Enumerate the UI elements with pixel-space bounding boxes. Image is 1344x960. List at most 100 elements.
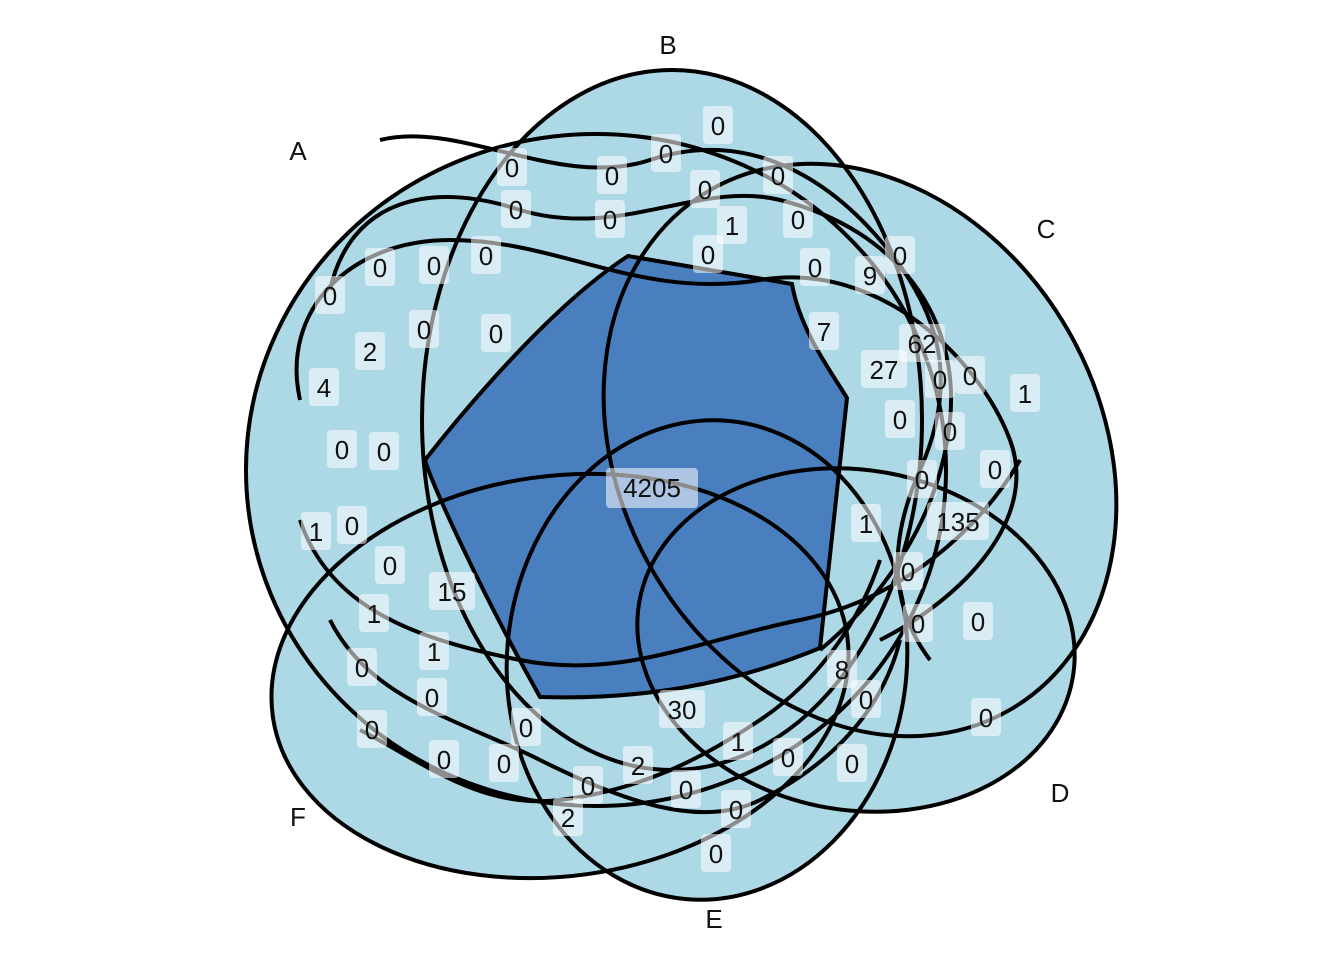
region-count: 0	[489, 744, 519, 782]
region-count: 0	[721, 790, 751, 828]
region-count-label: 0	[479, 241, 493, 271]
region-count-label: 2	[363, 337, 377, 367]
region-count-box	[419, 632, 449, 670]
region-count: 0	[573, 766, 603, 804]
region-count-box	[481, 314, 511, 352]
center-count-label: 4205	[623, 473, 681, 503]
region-count-box	[419, 246, 449, 284]
region-count-label: 0	[355, 653, 369, 683]
region-count-box	[347, 648, 377, 686]
region-count-label: 0	[933, 365, 947, 395]
center-count: 4205	[606, 468, 698, 508]
region-count-label: 1	[309, 517, 323, 547]
region-count-box	[809, 312, 839, 350]
region-count-box	[501, 190, 531, 228]
region-count-label: 30	[668, 695, 697, 725]
region-count-box	[597, 156, 627, 194]
region-count-label: 0	[345, 511, 359, 541]
region-count-box	[301, 512, 331, 550]
region-count: 0	[419, 246, 449, 284]
region-count-box	[659, 690, 705, 728]
region-count: 27	[861, 350, 907, 388]
region-count: 8	[827, 650, 857, 688]
region-count-box	[701, 834, 731, 872]
set-boundary-curve	[379, 134, 943, 662]
region-count: 135	[927, 502, 989, 540]
region-count: 0	[429, 740, 459, 778]
region-count-label: 0	[845, 749, 859, 779]
region-count: 1	[419, 632, 449, 670]
region-count-label: 0	[505, 153, 519, 183]
region-count-box	[800, 248, 830, 286]
region-count: 0	[703, 106, 733, 144]
region-count: 0	[315, 276, 345, 314]
region-count: 0	[885, 400, 915, 438]
set-label-c: C	[1037, 214, 1056, 244]
region-count: 2	[623, 746, 653, 784]
set-outline-a	[244, 132, 948, 808]
region-count: 15	[429, 572, 475, 610]
region-count: 0	[763, 156, 793, 194]
region-count: 0	[955, 356, 985, 394]
region-count: 0	[800, 248, 830, 286]
region-count-label: 1	[427, 637, 441, 667]
region-count: 0	[773, 738, 803, 776]
region-count-box	[885, 400, 915, 438]
region-count-box	[980, 450, 1010, 488]
region-count-label: 15	[438, 577, 467, 607]
region-count-label: 0	[383, 551, 397, 581]
region-count-box	[971, 698, 1001, 736]
region-count-label: 0	[971, 607, 985, 637]
region-count: 1	[723, 722, 753, 760]
region-count-box	[927, 502, 989, 540]
region-count-label: 2	[631, 751, 645, 781]
region-count-box	[375, 546, 405, 584]
region-count-label: 1	[731, 727, 745, 757]
set-outline-f	[269, 471, 851, 881]
region-count-label: 1	[725, 211, 739, 241]
region-count: 9	[855, 256, 885, 294]
region-count: 0	[409, 310, 439, 348]
region-count-box	[893, 552, 923, 590]
region-count-box	[703, 106, 733, 144]
center-count-box	[606, 468, 698, 508]
region-count-label: 0	[417, 315, 431, 345]
region-count-box	[553, 798, 583, 836]
set-label-e: E	[705, 904, 722, 934]
region-count: 0	[511, 708, 541, 746]
region-count: 7	[809, 312, 839, 350]
region-count-box	[690, 170, 720, 208]
region-count-box	[861, 350, 907, 388]
region-count-box	[827, 650, 857, 688]
region-count-box	[359, 594, 389, 632]
region-count: 0	[837, 744, 867, 782]
region-count: 0	[903, 604, 933, 642]
region-count: 0	[651, 134, 681, 172]
region-count: 0	[337, 506, 367, 544]
region-count-box	[1010, 374, 1040, 412]
region-count-label: 0	[427, 251, 441, 281]
region-count: 0	[375, 546, 405, 584]
region-count: 0	[595, 200, 625, 238]
region-count-label: 0	[771, 161, 785, 191]
region-count-label: 135	[936, 507, 979, 537]
region-count-label: 0	[497, 749, 511, 779]
region-count-label: 1	[367, 599, 381, 629]
region-count-label: 0	[519, 713, 533, 743]
region-count-box	[357, 710, 387, 748]
region-count-label: 0	[437, 745, 451, 775]
region-count: 0	[963, 602, 993, 640]
region-count: 0	[497, 148, 527, 186]
region-count-label: 0	[377, 437, 391, 467]
region-count-label: 0	[901, 557, 915, 587]
region-count-box	[783, 200, 813, 238]
set-label-a: A	[289, 136, 307, 166]
region-count: 0	[690, 170, 720, 208]
region-count-box	[935, 412, 965, 450]
region-count-label: 0	[988, 455, 1002, 485]
region-count-label: 8	[835, 655, 849, 685]
region-count-box	[899, 324, 945, 362]
region-count: 0	[701, 834, 731, 872]
